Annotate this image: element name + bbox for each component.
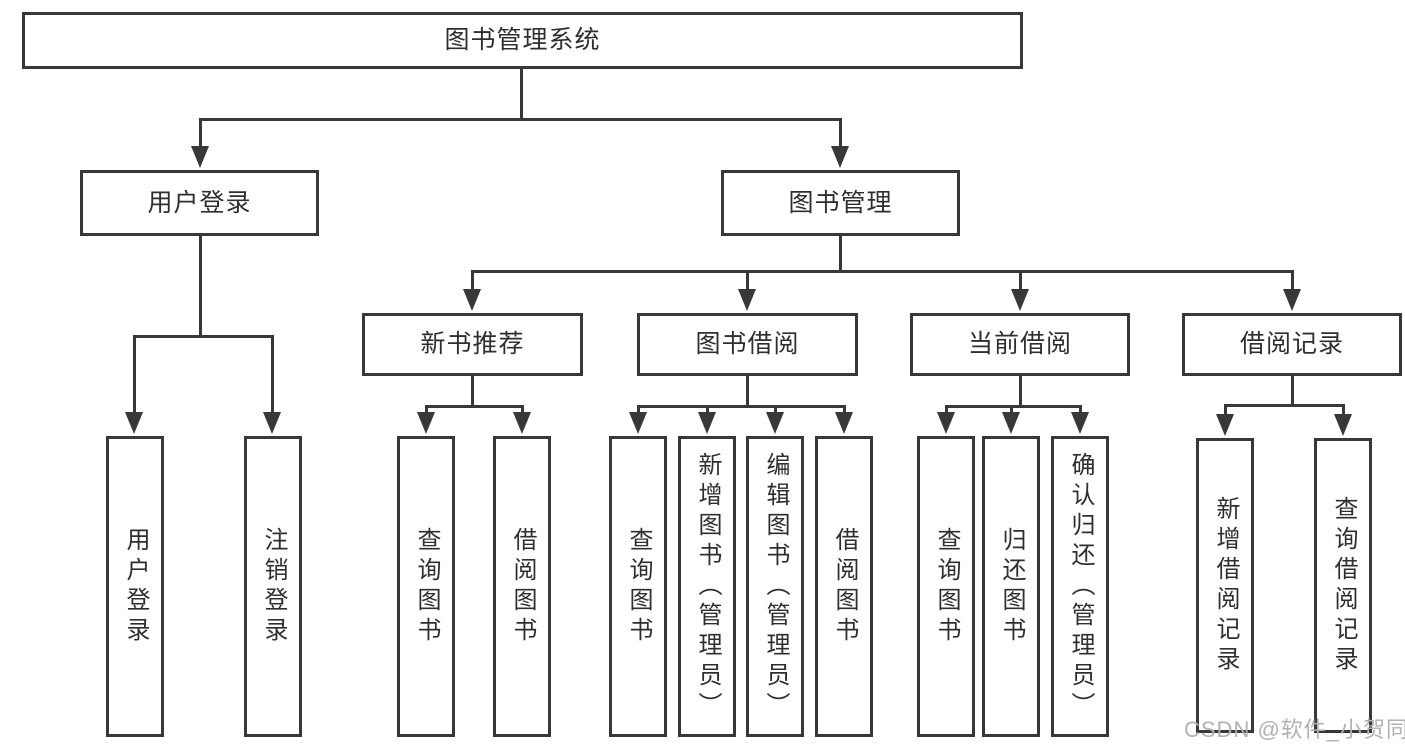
edge-to-book-mgmt-stem <box>839 118 842 152</box>
node-leaf-cb-query-books: 查询图书 <box>917 436 975 737</box>
node-borrow-record-label: 借阅记录 <box>1239 330 1344 358</box>
edge-book-mgmt-stem <box>839 236 842 272</box>
arrow-to-current-borrow-icon <box>1011 289 1029 311</box>
node-leaf-br-add-record-label: 新增借阅记录 <box>1212 495 1239 676</box>
edge-to-bb-query-stem <box>637 405 640 415</box>
arrow-to-bb-add-icon <box>698 412 716 434</box>
node-book-borrow: 图书借阅 <box>637 313 858 376</box>
edge-to-bb-edit-stem <box>774 405 777 415</box>
arrow-to-bb-query-icon <box>629 412 647 434</box>
node-leaf-cb-confirm-return-admin-label: 确认归还（管理员） <box>1067 451 1094 722</box>
arrow-to-cb-query-icon <box>937 412 955 434</box>
edge-book-borrow-rail <box>637 405 845 408</box>
node-leaf-nb-borrow-books-label: 借阅图书 <box>509 526 536 647</box>
edge-root-stem <box>520 69 523 120</box>
node-leaf-bb-query-books: 查询图书 <box>609 436 667 737</box>
edge-to-cb-confirm-stem <box>1079 405 1082 415</box>
node-leaf-user-login: 用户登录 <box>106 436 164 737</box>
node-leaf-bb-query-books-label: 查询图书 <box>625 526 652 647</box>
edge-new-book-stem <box>471 376 474 407</box>
node-library-system: 图书管理系统 <box>22 12 1023 69</box>
node-library-system-label: 图书管理系统 <box>444 26 601 54</box>
arrow-to-bb-edit-icon <box>766 412 784 434</box>
edge-current-borrow-rail <box>945 405 1081 408</box>
arrow-to-book-borrow-icon <box>738 289 756 311</box>
arrow-to-br-add-icon <box>1216 414 1234 436</box>
edge-to-current-borrow-stem <box>1019 270 1022 292</box>
edge-root-rail <box>199 118 842 121</box>
node-leaf-bb-borrow-books-label: 借阅图书 <box>831 526 858 647</box>
edge-to-leaf-user-login-stem <box>133 335 136 415</box>
node-new-book-recommend: 新书推荐 <box>362 313 583 376</box>
edge-to-bb-add-stem <box>706 405 709 415</box>
edge-to-br-query-stem <box>1342 404 1345 416</box>
node-leaf-bb-add-books-admin: 新增图书（管理员） <box>678 436 736 737</box>
edge-user-login-rail <box>133 335 274 338</box>
arrow-to-nb-query-icon <box>417 412 435 434</box>
arrow-to-nb-borrow-icon <box>513 412 531 434</box>
node-leaf-bb-add-books-admin-label: 新增图书（管理员） <box>694 451 721 722</box>
arrow-to-cb-confirm-icon <box>1071 412 1089 434</box>
edge-to-nb-borrow-stem <box>521 405 524 415</box>
edge-to-new-book-stem <box>471 270 474 292</box>
arrow-to-new-book-icon <box>463 289 481 311</box>
node-leaf-bb-borrow-books: 借阅图书 <box>815 436 873 737</box>
node-leaf-br-add-record: 新增借阅记录 <box>1196 438 1254 733</box>
edge-borrow-record-rail <box>1224 404 1345 407</box>
edge-new-book-rail <box>425 405 523 408</box>
csdn-watermark: CSDN @软件_小贺同学 <box>1184 717 1405 742</box>
node-leaf-cb-confirm-return-admin: 确认归还（管理员） <box>1051 436 1109 737</box>
edge-to-nb-query-stem <box>425 405 428 415</box>
arrow-to-br-query-icon <box>1334 414 1352 436</box>
node-book-borrow-label: 图书借阅 <box>695 330 800 358</box>
edge-to-user-login-stem <box>199 118 202 152</box>
arrow-to-leaf-user-login-icon <box>125 412 143 434</box>
edge-to-book-borrow-stem <box>746 270 749 292</box>
edge-user-login-stem <box>199 236 202 337</box>
node-leaf-bb-edit-books-admin: 编辑图书（管理员） <box>746 436 804 737</box>
edge-to-bb-borrow-stem <box>843 405 846 415</box>
node-borrow-record: 借阅记录 <box>1182 313 1402 376</box>
edge-book-borrow-stem <box>746 376 749 407</box>
node-leaf-nb-borrow-books: 借阅图书 <box>493 436 551 737</box>
node-book-mgmt: 图书管理 <box>721 170 960 236</box>
node-leaf-br-query-record-label: 查询借阅记录 <box>1330 495 1357 676</box>
node-leaf-logout: 注销登录 <box>244 436 302 737</box>
node-leaf-cb-return-books-label: 归还图书 <box>998 526 1025 647</box>
node-leaf-nb-query-books: 查询图书 <box>397 436 455 737</box>
node-current-borrow: 当前借阅 <box>910 313 1130 376</box>
node-leaf-br-query-record: 查询借阅记录 <box>1314 438 1372 733</box>
node-current-borrow-label: 当前借阅 <box>967 330 1072 358</box>
arrow-to-book-mgmt-icon <box>831 146 849 168</box>
edge-to-cb-query-stem <box>945 405 948 415</box>
node-leaf-cb-query-books-label: 查询图书 <box>933 526 960 647</box>
node-leaf-cb-return-books: 归还图书 <box>982 436 1040 737</box>
edge-to-br-add-stem <box>1224 404 1227 416</box>
edge-to-cb-return-stem <box>1010 405 1013 415</box>
arrow-to-cb-return-icon <box>1002 412 1020 434</box>
arrow-to-borrow-record-icon <box>1283 289 1301 311</box>
node-user-login-label: 用户登录 <box>147 188 252 217</box>
node-leaf-bb-edit-books-admin-label: 编辑图书（管理员） <box>762 451 789 722</box>
node-leaf-nb-query-books-label: 查询图书 <box>413 526 440 647</box>
node-new-book-recommend-label: 新书推荐 <box>420 330 525 358</box>
arrow-to-leaf-logout-icon <box>263 412 281 434</box>
node-user-login: 用户登录 <box>80 170 319 236</box>
arrow-to-user-login-icon <box>191 146 209 168</box>
node-leaf-user-login-label: 用户登录 <box>122 526 149 647</box>
edge-to-leaf-logout-stem <box>271 335 274 415</box>
node-leaf-logout-label: 注销登录 <box>260 526 287 647</box>
edge-borrow-record-stem <box>1291 376 1294 406</box>
edge-to-borrow-record-stem <box>1291 270 1294 292</box>
edge-current-borrow-stem <box>1019 376 1022 407</box>
node-book-mgmt-label: 图书管理 <box>788 188 893 217</box>
edge-book-mgmt-rail <box>471 270 1294 273</box>
arrow-to-bb-borrow-icon <box>835 412 853 434</box>
